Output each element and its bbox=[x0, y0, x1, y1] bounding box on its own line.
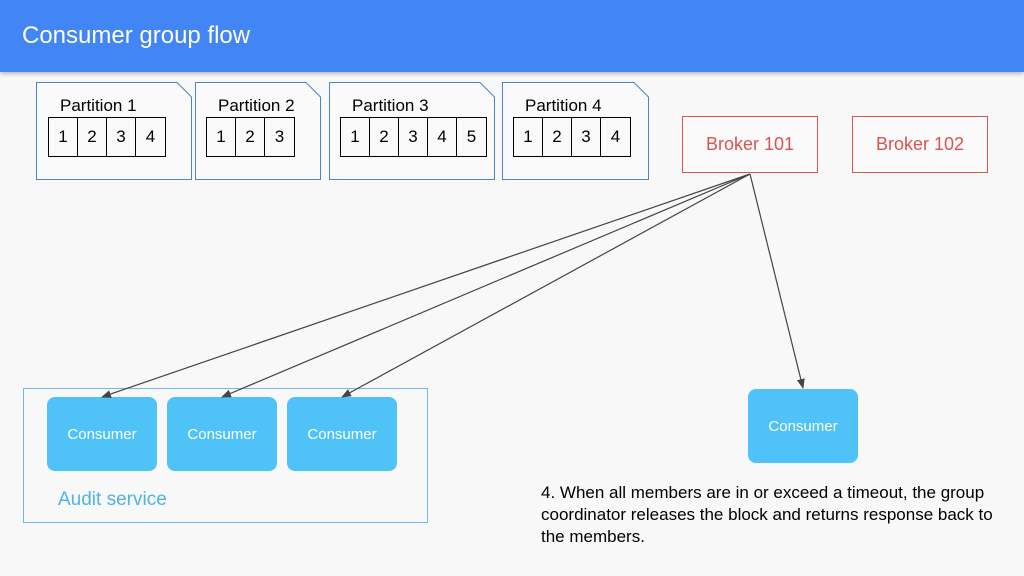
partition-1-frame bbox=[36, 82, 192, 180]
partition-cell: 3 bbox=[107, 118, 136, 156]
partition-cell: 3 bbox=[399, 118, 428, 156]
partition-cell: 1 bbox=[514, 118, 543, 156]
page-title: Consumer group flow bbox=[22, 22, 251, 49]
partition-2-label: Partition 2 bbox=[218, 96, 295, 115]
partition-4-label: Partition 4 bbox=[525, 96, 602, 115]
header-bar: Consumer group flow bbox=[0, 0, 1024, 72]
arrow-to-audit-consumer-3 bbox=[341, 173, 751, 398]
partition-2-cells: 1 2 3 bbox=[206, 117, 295, 157]
partition-cell: 1 bbox=[49, 118, 78, 156]
arrow-to-audit-consumer-1 bbox=[101, 173, 751, 398]
partition-cell: 2 bbox=[543, 118, 572, 156]
partition-cell: 2 bbox=[78, 118, 107, 156]
arrow-to-standalone-consumer bbox=[749, 173, 805, 389]
partition-2-frame bbox=[195, 82, 321, 180]
audit-service-group bbox=[23, 388, 428, 523]
partition-cell: 3 bbox=[572, 118, 601, 156]
partition-3-frame bbox=[329, 82, 495, 180]
partition-3: Partition 3 1 2 3 4 5 bbox=[329, 82, 495, 180]
partition-4: Partition 4 1 2 3 4 bbox=[502, 82, 649, 180]
partition-1-label: Partition 1 bbox=[60, 96, 137, 115]
partition-3-cells: 1 2 3 4 5 bbox=[340, 117, 487, 157]
partition-cell: 3 bbox=[274, 127, 285, 146]
partition-1-cells: 1 2 3 4 bbox=[48, 117, 166, 157]
partition-cell: 2 bbox=[236, 118, 265, 156]
arrow-to-audit-consumer-2 bbox=[221, 173, 751, 398]
partition-cell: 2 bbox=[370, 118, 399, 156]
audit-service-label: Audit service bbox=[58, 489, 167, 510]
audit-consumer-2: Consumer bbox=[167, 397, 277, 471]
standalone-consumer: Consumer bbox=[748, 389, 858, 463]
partition-cell: 4 bbox=[610, 127, 621, 146]
partition-2: Partition 2 1 2 3 bbox=[195, 82, 321, 180]
broker-101: Broker 101 bbox=[682, 116, 818, 173]
audit-consumer-1: Consumer bbox=[47, 397, 157, 471]
partition-cell: 1 bbox=[341, 118, 370, 156]
step-note: 4. When all members are in or exceed a t… bbox=[541, 483, 993, 546]
partition-3-label: Partition 3 bbox=[352, 96, 429, 115]
partition-cell: 4 bbox=[428, 118, 457, 156]
audit-consumer-3: Consumer bbox=[287, 397, 397, 471]
partition-cell: 5 bbox=[466, 127, 477, 146]
partition-1: Partition 1 1 2 3 4 bbox=[36, 82, 192, 180]
broker-102: Broker 102 bbox=[852, 116, 988, 173]
partition-cell: 4 bbox=[145, 127, 156, 146]
partition-4-cells: 1 2 3 4 bbox=[513, 117, 631, 157]
partition-cell: 1 bbox=[207, 118, 236, 156]
partition-4-frame bbox=[502, 82, 649, 180]
